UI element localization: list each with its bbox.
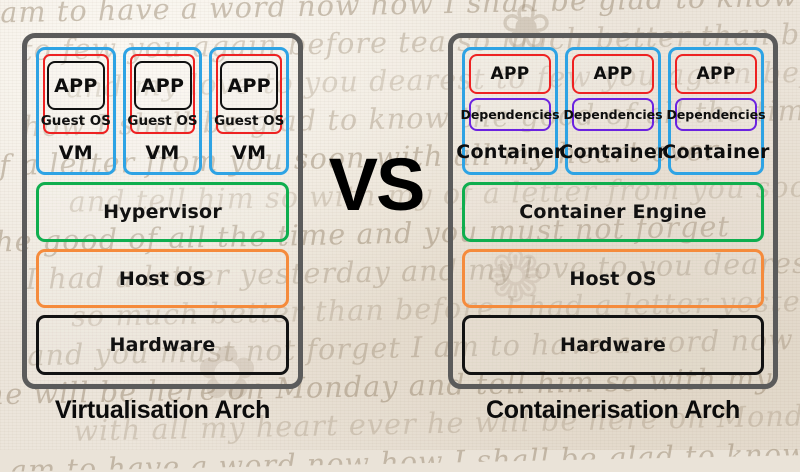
- containerisation-architecture-panel: APP Dependencies Container APP Dependenc…: [448, 33, 778, 389]
- container-caption: Container: [662, 140, 770, 163]
- vm-unit[interactable]: APP Guest OS VM: [122, 47, 203, 175]
- app-box[interactable]: APP: [46, 61, 105, 110]
- container-unit[interactable]: APP Dependencies Container: [662, 47, 770, 175]
- hardware-layer[interactable]: Hardware: [462, 315, 764, 376]
- app-box[interactable]: APP: [675, 54, 757, 94]
- virtualisation-architecture-panel: APP Guest OS VM APP Guest OS VM APP Gues…: [22, 33, 303, 389]
- container-unit-row: APP Dependencies Container APP Dependenc…: [456, 47, 770, 175]
- dependencies-box[interactable]: Dependencies: [666, 98, 766, 131]
- virtualisation-panel-title: Virtualisation Arch: [54, 396, 271, 424]
- container-engine-layer[interactable]: Container Engine: [462, 182, 764, 242]
- ornament-flourish-icon: ❀: [500, 0, 552, 63]
- guest-os-label: Guest OS: [40, 113, 111, 129]
- guest-os-box[interactable]: APP Guest OS: [127, 54, 198, 134]
- host-os-layer[interactable]: Host OS: [36, 248, 289, 309]
- host-os-layer[interactable]: Host OS: [462, 248, 764, 309]
- container-caption: Container: [456, 140, 564, 163]
- app-box[interactable]: APP: [220, 61, 279, 110]
- vm-caption: VM: [145, 142, 180, 164]
- app-box[interactable]: APP: [469, 54, 551, 94]
- guest-os-box[interactable]: APP Guest OS: [214, 54, 285, 134]
- guest-os-label: Guest OS: [214, 113, 285, 129]
- vm-caption: VM: [58, 142, 93, 164]
- hypervisor-layer[interactable]: Hypervisor: [36, 182, 289, 242]
- app-box[interactable]: APP: [133, 61, 192, 110]
- vm-unit[interactable]: APP Guest OS VM: [36, 47, 116, 175]
- container-unit[interactable]: APP Dependencies Container: [456, 47, 564, 175]
- vm-unit[interactable]: APP Guest OS VM: [209, 47, 290, 175]
- dependencies-box[interactable]: Dependencies: [460, 98, 560, 131]
- containerisation-panel-title: Containerisation Arch: [486, 396, 740, 424]
- container-unit[interactable]: APP Dependencies Container: [559, 47, 667, 175]
- dependencies-box[interactable]: Dependencies: [563, 98, 663, 131]
- versus-label: VS: [328, 143, 426, 226]
- vm-caption: VM: [232, 142, 267, 164]
- guest-os-label: Guest OS: [127, 113, 198, 129]
- guest-os-box[interactable]: APP Guest OS: [40, 54, 111, 134]
- vm-unit-row: APP Guest OS VM APP Guest OS VM APP Gues…: [36, 47, 290, 175]
- diagram-stage: APP Guest OS VM APP Guest OS VM APP Gues…: [22, 33, 778, 424]
- container-caption: Container: [559, 140, 667, 163]
- hardware-layer[interactable]: Hardware: [36, 315, 289, 376]
- app-box[interactable]: APP: [572, 54, 654, 94]
